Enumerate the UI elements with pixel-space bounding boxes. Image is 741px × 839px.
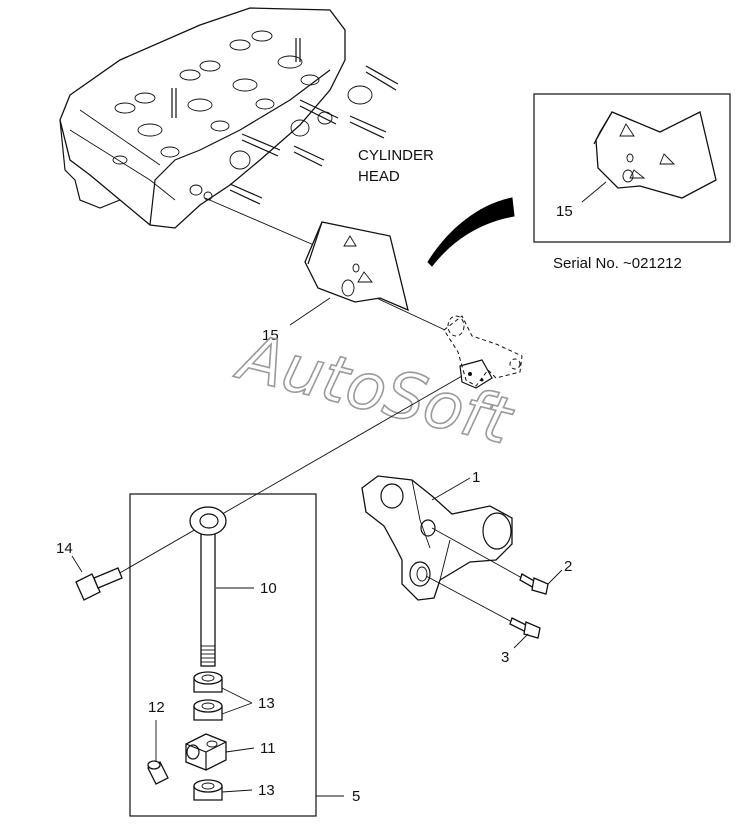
leader-13a-1 — [221, 687, 253, 704]
nut-13-upper — [193, 671, 223, 693]
leader-15-inset — [581, 181, 607, 203]
bolt-2 — [519, 573, 549, 595]
leader-13a-2 — [221, 702, 253, 715]
inset-bracket-15 — [593, 111, 717, 199]
pin-12 — [147, 760, 169, 785]
leader-11 — [225, 747, 255, 753]
cylinder-head-drawing — [59, 7, 399, 229]
leader-head-to-bracket — [204, 197, 331, 253]
axis-bolt-2 — [431, 527, 523, 579]
bracket-15 — [304, 221, 409, 312]
eye-rod-10 — [189, 506, 227, 667]
inset-box — [533, 93, 731, 243]
leader-bolt14-axis — [117, 375, 463, 575]
leader-2 — [547, 569, 563, 585]
callout-12: 12 — [148, 699, 165, 716]
swivel-block-11 — [185, 733, 227, 771]
cylinder-head-label-line1: CYLINDER — [358, 147, 434, 164]
nut-13-middle — [193, 699, 223, 721]
callout-13-upper: 13 — [258, 695, 275, 712]
leader-3 — [513, 633, 529, 649]
leader-13b — [221, 789, 253, 793]
callout-15-main: 15 — [262, 327, 279, 344]
callout-2: 2 — [564, 558, 572, 575]
watermark: AutoSoft — [229, 320, 521, 460]
inset-caption: Serial No. ~021212 — [553, 255, 682, 272]
bolt-14 — [75, 567, 123, 601]
callout-14: 14 — [56, 540, 73, 557]
cylinder-head-label-line2: HEAD — [358, 168, 400, 185]
assembly-box-5 — [129, 493, 317, 817]
leader-15-main — [289, 297, 331, 326]
support-bracket-1 — [361, 475, 513, 601]
inset-pointer-arrow — [427, 197, 515, 267]
axis-bolt-3 — [425, 575, 513, 623]
callout-1: 1 — [472, 469, 480, 486]
callout-10: 10 — [260, 580, 277, 597]
callout-5: 5 — [352, 788, 360, 805]
leader-14 — [71, 555, 83, 573]
nut-13-lower — [193, 779, 223, 801]
callout-11: 11 — [260, 740, 276, 757]
phantom-support-outline — [443, 315, 523, 389]
bolt-3 — [509, 617, 541, 639]
leader-bracket-to-support — [369, 294, 446, 331]
callout-13-lower: 13 — [258, 782, 275, 799]
callout-15-inset: 15 — [556, 203, 573, 220]
leader-1 — [431, 477, 471, 501]
callout-3: 3 — [501, 649, 509, 666]
